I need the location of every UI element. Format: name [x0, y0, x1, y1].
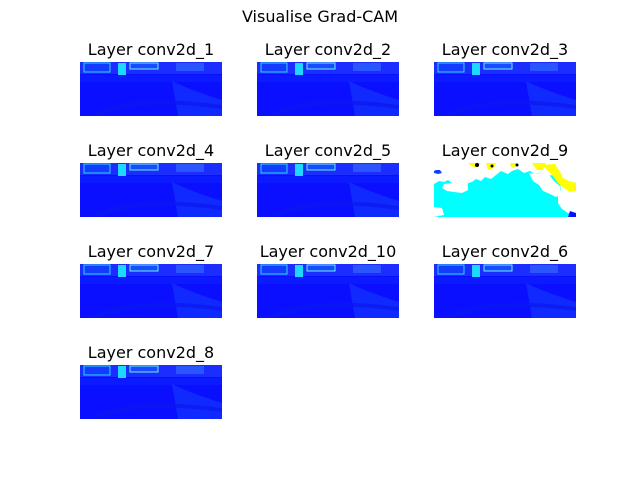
panel-title: Layer conv2d_2: [264, 40, 392, 59]
heatmap-image: [80, 62, 222, 116]
panel-title: Layer conv2d_9: [441, 141, 569, 160]
gradcam-panel: Layer conv2d_1: [80, 40, 222, 116]
heatmap-image: [434, 264, 576, 318]
gradcam-panel: Layer conv2d_9: [434, 141, 576, 217]
gradcam-panel: Layer conv2d_2: [257, 40, 399, 116]
heatmap-image: [434, 163, 576, 217]
heatmap-image: [257, 163, 399, 217]
heatmap-image: [257, 62, 399, 116]
gradcam-panel: Layer conv2d_3: [434, 40, 576, 116]
panel-title: Layer conv2d_7: [87, 242, 215, 261]
heatmap-image: [80, 365, 222, 419]
panel-title: Layer conv2d_1: [87, 40, 215, 59]
panel-title: Layer conv2d_4: [87, 141, 215, 160]
heatmap-image: [80, 264, 222, 318]
figure-title: Visualise Grad-CAM: [241, 7, 399, 26]
panel-title: Layer conv2d_10: [259, 242, 397, 261]
panel-title: Layer conv2d_3: [441, 40, 569, 59]
gradcam-panel: Layer conv2d_8: [80, 343, 222, 419]
heatmap-image: [80, 163, 222, 217]
panel-title: Layer conv2d_5: [264, 141, 392, 160]
panel-title: Layer conv2d_8: [87, 343, 215, 362]
gradcam-panel: Layer conv2d_7: [80, 242, 222, 318]
gradcam-panel: Layer conv2d_6: [434, 242, 576, 318]
gradcam-panel: Layer conv2d_10: [257, 242, 399, 318]
heatmap-image: [434, 62, 576, 116]
gradcam-panel: Layer conv2d_4: [80, 141, 222, 217]
heatmap-image: [257, 264, 399, 318]
gradcam-panel: Layer conv2d_5: [257, 141, 399, 217]
panel-title: Layer conv2d_6: [441, 242, 569, 261]
